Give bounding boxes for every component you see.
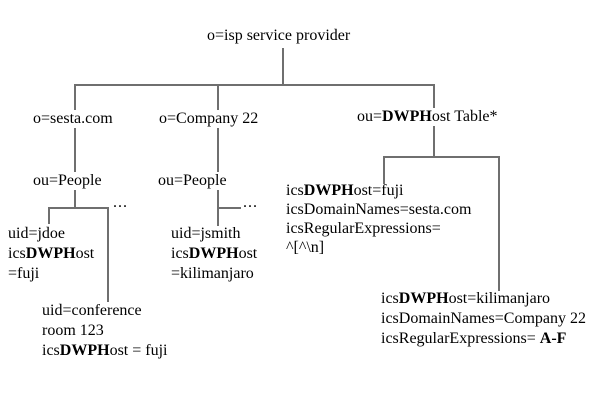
entry-jsmith-line: icsDWPHost [171, 245, 258, 262]
entry-jdoe-line: uid=jdoe [8, 225, 66, 242]
entry-dwphost-kilimanjaro: icsDWPHost=kilimanjaro icsDomainNames=Co… [381, 289, 586, 349]
entry-dwphost-kilimanjaro-line: icsRegularExpressions= A-F [381, 330, 567, 347]
more-entries-ellipsis-company: ... [243, 194, 258, 211]
connector-people-left-bar [48, 207, 109, 209]
entry-jsmith: uid=jsmith icsDWPHost =kilimanjaro [171, 224, 257, 284]
node-people-sesta: ou=People [31, 172, 104, 190]
node-dwphost-table: ou=DWPHost Table* [355, 108, 500, 126]
connector-fuji-entry-drop [383, 156, 385, 184]
connector-conference-drop [107, 207, 109, 302]
connector-sesta-branch [74, 84, 76, 209]
entry-jdoe-line: icsDWPHost [8, 245, 95, 262]
entry-dwphost-kilimanjaro-line: icsDWPHost=kilimanjaro [381, 290, 551, 307]
entry-conference-room-line: icsDWPHost = fuji [42, 342, 168, 359]
entry-dwphost-fuji-line: ^[^\n] [286, 239, 325, 256]
entry-conference-room-line: room 123 [42, 322, 104, 339]
entry-dwphost-fuji-line: icsRegularExpressions= [286, 220, 441, 237]
entry-conference-room: uid=conference room 123 icsDWPHost = fuj… [42, 301, 167, 361]
node-sesta: o=sesta.com [31, 110, 115, 128]
entry-jdoe-line: =fuji [8, 265, 40, 282]
connector-top-bar [75, 84, 435, 86]
connector-company-branch [217, 84, 219, 226]
connector-company-stub [217, 207, 241, 209]
more-entries-ellipsis-sesta: ... [113, 194, 128, 211]
entry-dwphost-kilimanjaro-line: icsDomainNames=Company 22 [381, 310, 586, 327]
entry-dwphost-fuji-line: icsDWPHost=fuji [286, 182, 404, 199]
entry-jsmith-line: =kilimanjaro [171, 265, 254, 282]
node-people-company: ou=People [156, 172, 229, 190]
connector-root-stem [282, 48, 284, 84]
node-root: o=isp service provider [205, 27, 353, 45]
entry-jdoe: uid=jdoe icsDWPHost =fuji [8, 224, 94, 284]
connector-kilimanjaro-entry-drop [498, 156, 500, 291]
entry-dwphost-fuji: icsDWPHost=fuji icsDomainNames=sesta.com… [286, 181, 471, 257]
entry-jsmith-line: uid=jsmith [171, 225, 241, 242]
connector-dwphost-bar [383, 156, 500, 158]
entry-dwphost-fuji-line: icsDomainNames=sesta.com [286, 201, 472, 218]
connector-jdoe-drop [48, 207, 50, 224]
node-company-22: o=Company 22 [157, 110, 261, 128]
entry-conference-room-line: uid=conference [42, 302, 142, 319]
